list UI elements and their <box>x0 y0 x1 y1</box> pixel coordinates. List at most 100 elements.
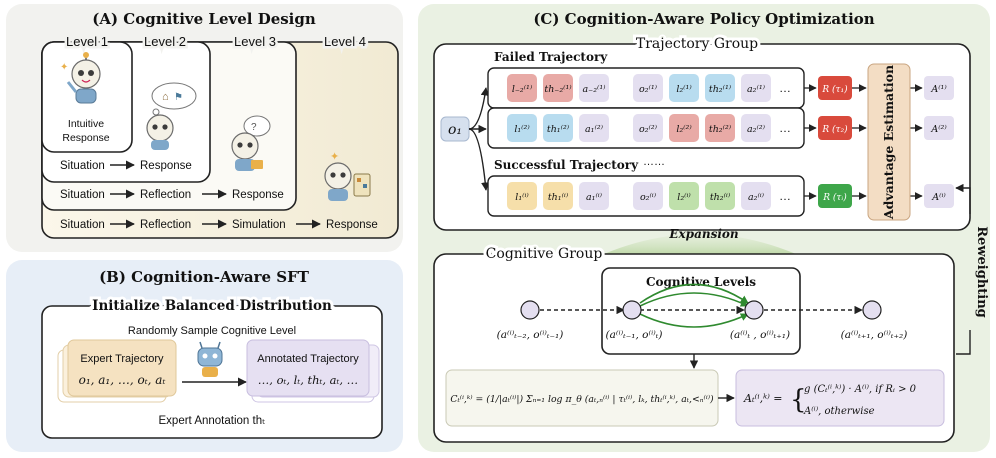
row1-token-box-4 <box>669 74 699 102</box>
row1-advantage-box <box>924 76 954 100</box>
reweighting-label: Reweighting <box>974 226 989 318</box>
row2-token-1: th₁⁽²⁾ <box>547 124 570 135</box>
formula-a-case1: g (Cₜ⁽ⁱ,ᵏ⁾) · A⁽ⁱ⁾, if Rᵢ > 0 <box>804 384 917 395</box>
row1-ellipsis: … <box>779 81 791 95</box>
row3-advantage: A⁽ⁱ⁾ <box>931 192 946 203</box>
panel-b: (B) Cognition-Aware SFT Initialize Balan… <box>6 260 403 452</box>
row3-token-box-2 <box>579 182 609 210</box>
row2-reflection: Reflection <box>140 189 191 201</box>
row2-token-box-3 <box>633 114 663 142</box>
row3-token-5: th₂⁽ⁱ⁾ <box>710 192 731 203</box>
row3-token-box-3 <box>633 182 663 210</box>
row3-ellipsis: … <box>779 189 791 203</box>
row2-advantage: A⁽²⁾ <box>930 124 947 135</box>
expansion-shape <box>604 234 796 254</box>
row3-reward-box <box>818 184 852 208</box>
expansion-label: Expansion <box>668 227 738 241</box>
row1-token-2: a₋₂⁽¹⁾ <box>583 84 607 95</box>
annotated-title: Annotated Trajectory <box>257 353 359 365</box>
robot-simulation-icon: ? <box>231 115 271 171</box>
row2-token-3: o₂⁽²⁾ <box>639 124 658 135</box>
row2-situation: Situation <box>60 189 105 201</box>
annotated-trajectory-stack <box>246 339 380 403</box>
svg-text:⚑: ⚑ <box>174 92 183 103</box>
row2-token-box-6 <box>741 114 771 142</box>
row2-token-box-0 <box>507 114 537 142</box>
row2-token-box-2 <box>579 114 609 142</box>
row1-situation: Situation <box>60 160 105 172</box>
cognitive-levels-title: Cognitive Levels <box>646 275 756 289</box>
svg-text:✦: ✦ <box>60 62 68 73</box>
row1-token-0: l₋₂⁽¹⁾ <box>512 84 533 95</box>
level2-label: Level 2 <box>144 34 186 49</box>
row3-token-box-0 <box>507 182 537 210</box>
row3-simulation: Simulation <box>232 219 286 231</box>
row1-reward-box <box>818 76 852 100</box>
svg-text:✦: ✦ <box>330 151 339 163</box>
advantage-estimation-label: Advantage Estimation <box>881 65 896 220</box>
panel-b-box-title: Initialize Balanced Distribution <box>92 298 332 314</box>
row2-token-4: l₂⁽²⁾ <box>676 124 692 135</box>
level4-label: Level 4 <box>324 34 366 49</box>
row3-advantage-box <box>924 184 954 208</box>
row1-token-5: th₂⁽¹⁾ <box>709 84 732 95</box>
panel-b-title: (B) Cognition-Aware SFT <box>99 268 310 286</box>
row3-situation: Situation <box>60 219 105 231</box>
row3-token-1: th₁⁽ⁱ⁾ <box>548 192 569 203</box>
node-t-minus-2 <box>520 300 540 320</box>
row2-token-box-1 <box>543 114 573 142</box>
row3-token-4: l₂⁽ⁱ⁾ <box>677 192 691 203</box>
o1-label: o₁ <box>448 122 462 138</box>
row2-advantage-box <box>924 116 954 140</box>
expert-trajectory-stack <box>57 339 177 403</box>
row1-token-box-6 <box>741 74 771 102</box>
row2-token-box-5 <box>705 114 735 142</box>
advantage-estimation-box <box>867 63 911 221</box>
row2-token-5: th₂⁽²⁾ <box>709 124 732 135</box>
annotation-label: Expert Annotation thₜ <box>159 415 266 427</box>
annotator-robot-icon <box>197 341 223 377</box>
row3-token-3: o₂⁽ⁱ⁾ <box>640 192 657 203</box>
cognitive-levels-box <box>601 267 801 355</box>
row2-response: Response <box>232 189 284 201</box>
node-t-plus-1 <box>862 300 882 320</box>
formula-c: Cₜ⁽ⁱ,ᵏ⁾ = (1/|aₜ⁽ⁱ⁾|) Σₙ₌₁ log π_θ (aₜ,ₙ… <box>450 394 714 405</box>
formula-a-box <box>735 369 945 427</box>
svg-text:?: ? <box>251 122 257 133</box>
expert-title: Expert Trajectory <box>80 353 164 365</box>
row2-token-2: a₁⁽²⁾ <box>585 124 604 135</box>
row2-reward-box <box>818 116 852 140</box>
trajectory-dots: …… <box>643 156 665 168</box>
trajectory-group-title: Trajectory Group <box>636 36 758 52</box>
node-label-3: (a⁽ⁱ⁾ₜ₊₁, o⁽ⁱ⁾ₜ₊₂) <box>841 329 908 341</box>
row1-token-box-2 <box>579 74 609 102</box>
row1-token-3: o₂⁽¹⁾ <box>639 84 658 95</box>
formula-brace: { <box>790 385 807 415</box>
row3-token-0: l₁⁽ⁱ⁾ <box>515 192 529 203</box>
level3-label: Level 3 <box>234 34 276 49</box>
row1-token-box-5 <box>705 74 735 102</box>
row1-token-box-0 <box>507 74 537 102</box>
row3-reflection: Reflection <box>140 219 191 231</box>
successful-trajectory-label: Successful Trajectory <box>494 158 639 172</box>
row2-token-6: a₂⁽²⁾ <box>747 124 766 135</box>
expert-seq: o₁, a₁, …, oₜ, aₜ <box>79 373 166 387</box>
intuitive-label-1: Intuitive <box>68 118 104 130</box>
panel-c: (C) Cognition-Aware Policy Optimization … <box>418 4 990 452</box>
level1-label: Level 1 <box>66 34 108 49</box>
panel-a: (A) Cognitive Level Design Level 1 Level… <box>6 4 403 252</box>
node-t <box>744 300 764 320</box>
row3-token-2: a₁⁽ⁱ⁾ <box>586 192 603 203</box>
row1-response: Response <box>140 160 192 172</box>
panel-a-title: (A) Cognitive Level Design <box>92 10 316 28</box>
row3-token-box-1 <box>543 182 573 210</box>
robot-reflection-icon: ⌂ ⚑ <box>146 82 197 150</box>
node-label-1: (a⁽ⁱ⁾ₜ₋₁, o⁽ⁱ⁾ₜ) <box>606 329 663 341</box>
row2-token-box-4 <box>669 114 699 142</box>
robot-intuitive-icon: ✦ <box>60 52 101 104</box>
row3-token-6: a₂⁽ⁱ⁾ <box>748 192 765 203</box>
node-t-minus-1 <box>622 300 642 320</box>
row3-response: Response <box>326 219 378 231</box>
panel-c-title: (C) Cognition-Aware Policy Optimization <box>533 10 874 28</box>
formula-a-lhs: Aₜ⁽ⁱ,ᵏ⁾ = <box>743 392 783 405</box>
